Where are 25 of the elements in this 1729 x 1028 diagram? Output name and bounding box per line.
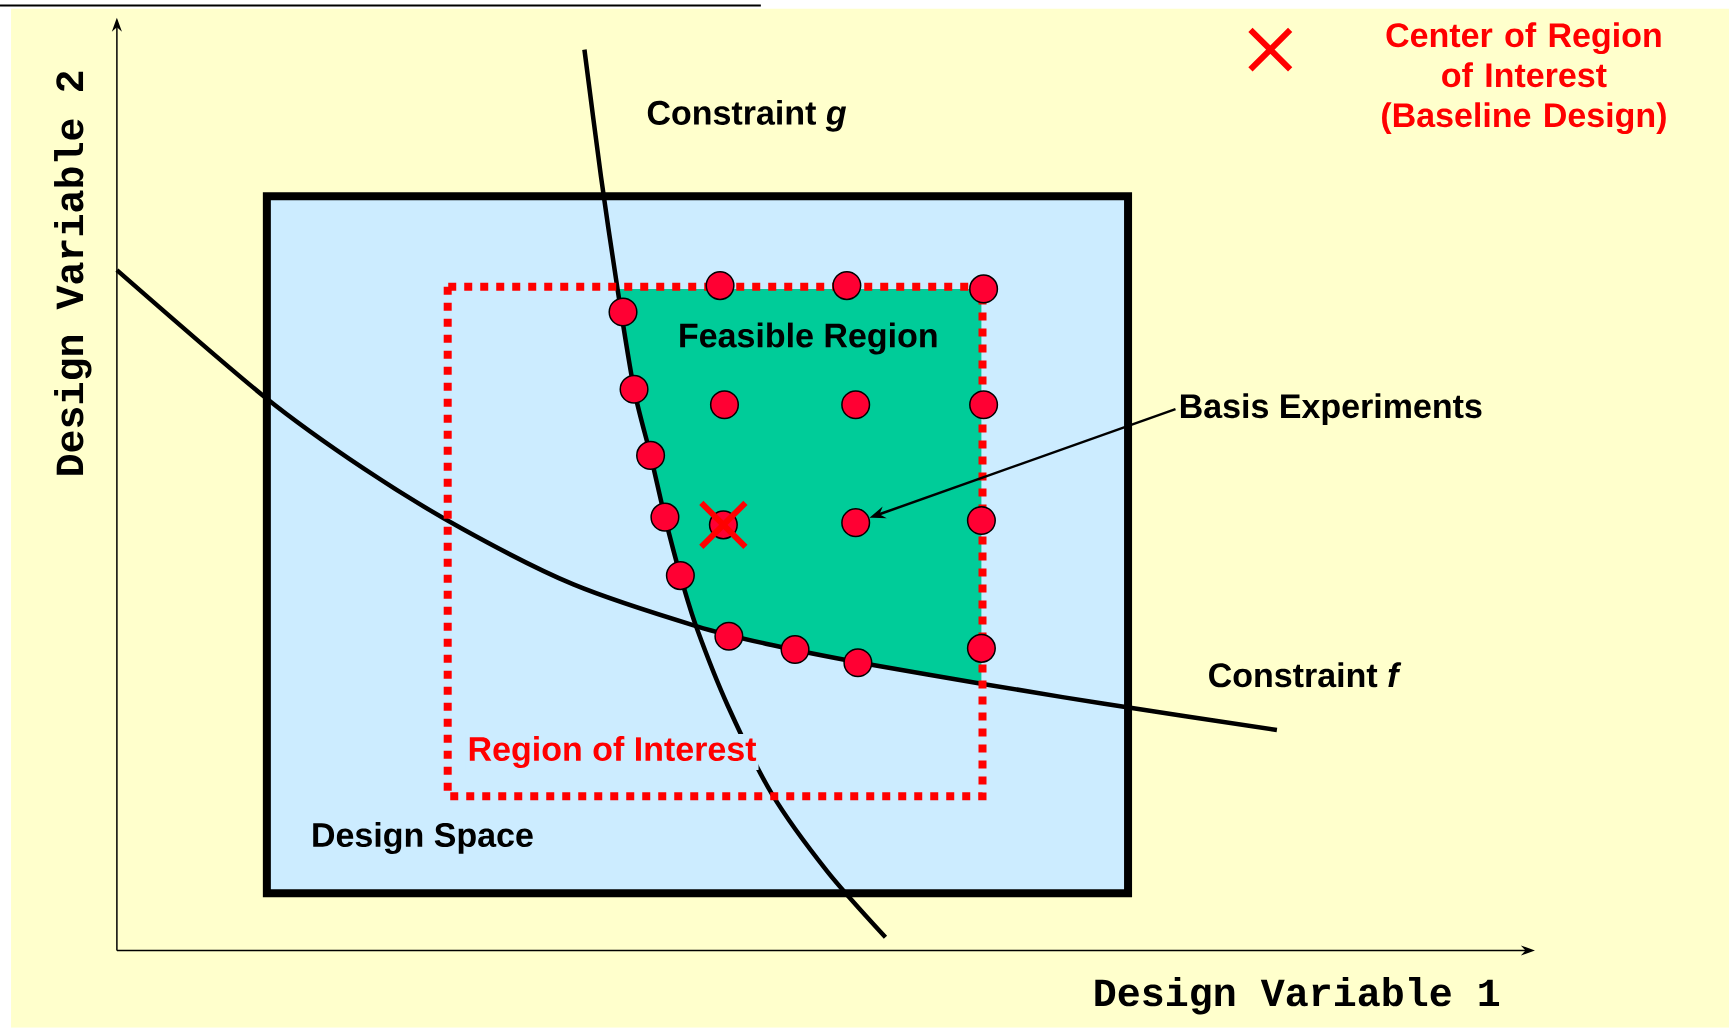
experiment-point (843, 648, 873, 678)
experiment-point (665, 561, 695, 591)
feasible-region: Feasible Region (617, 289, 982, 684)
experiment-point (714, 621, 744, 651)
callout-text: Basis Experiments (1180, 393, 1482, 426)
experiment-point (841, 390, 871, 420)
experiment-point (709, 390, 739, 420)
experiment-point (650, 502, 680, 532)
experiment-point (966, 506, 996, 536)
experiment-point (780, 635, 810, 665)
experiment-point (969, 274, 999, 304)
curve-label: Constraint g (647, 100, 847, 132)
experiment-point (832, 271, 862, 301)
experiment-point (619, 374, 649, 404)
experiment-point (969, 390, 999, 420)
experiment-point (841, 508, 871, 538)
legend-entry: Center of Region of Interest (Baseline Design) (1247, 22, 1666, 135)
curve-label: Constraint f (1209, 662, 1402, 688)
experiment-point (705, 271, 735, 301)
axis-label: Design Variable 1 (1095, 977, 1500, 1015)
experiment-point (708, 510, 738, 540)
experiment-point (608, 297, 638, 327)
experiment-point (966, 634, 996, 664)
axis-label: Design Variable 2 (54, 72, 92, 475)
experiment-point (636, 441, 666, 471)
